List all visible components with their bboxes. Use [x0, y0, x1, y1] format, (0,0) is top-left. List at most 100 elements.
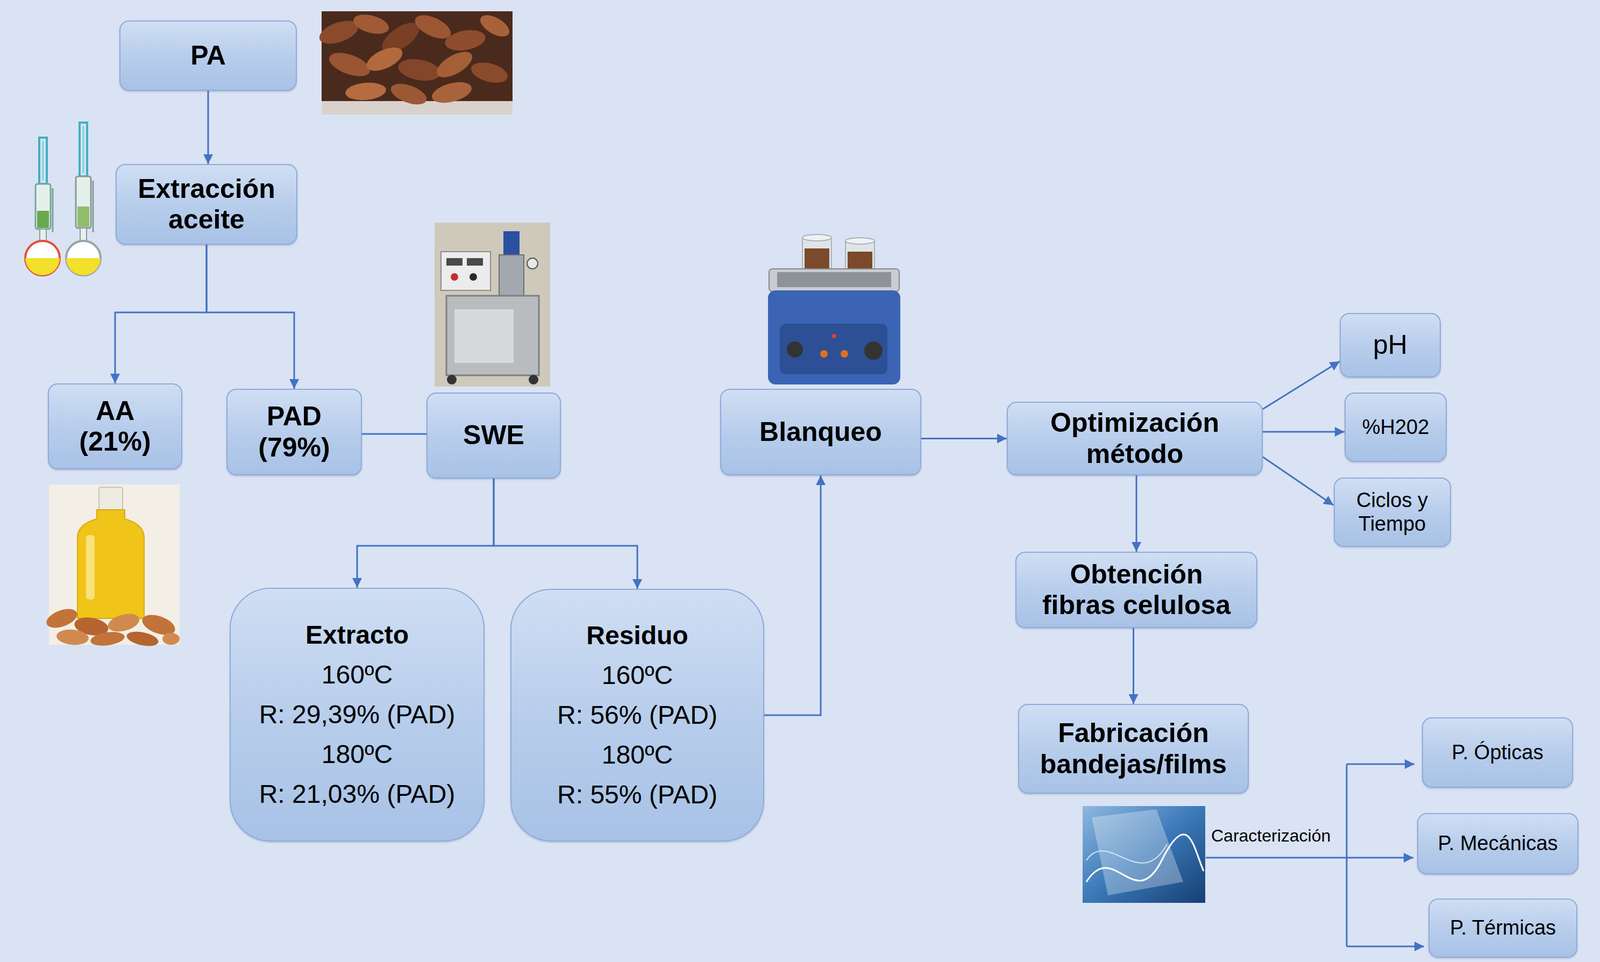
text-stack: Residuo160ºCR: 56% (PAD)180ºCR: 55% (PAD… [557, 615, 718, 815]
ultrasonic-bath [832, 333, 837, 339]
soxhlet-apparatus [39, 137, 47, 184]
connector-arrow [1262, 361, 1340, 410]
soxhlet-apparatus [25, 258, 60, 276]
text-stack: P. Ópticas [1451, 741, 1543, 765]
text-stack: Fabricación bandejas/films [1031, 717, 1236, 780]
soxhlet-apparatus [66, 258, 101, 276]
process-box: Fabricación bandejas/films [1018, 704, 1249, 794]
characterization-bracket [1346, 946, 1425, 948]
parameter-box: %H202 [1344, 392, 1447, 462]
characterization-bracket [1346, 764, 1348, 947]
annotation-label: Caracterización [1211, 825, 1331, 846]
almond-photo [388, 79, 430, 109]
connector-arrow [115, 244, 207, 384]
process-box: Blanqueo [720, 388, 922, 476]
box-label: AA (21%) [74, 395, 156, 458]
almond-photo [396, 55, 443, 84]
soxhlet-apparatus [37, 210, 49, 229]
ultrasonic-bath [840, 350, 849, 358]
almond-photo [468, 59, 510, 87]
box-label: pH [1373, 329, 1408, 361]
parameter-box: pH [1339, 313, 1441, 378]
almond-photo [344, 81, 387, 103]
ultrasonic-bath [779, 323, 888, 375]
oil-bottle-photo [89, 630, 126, 649]
reactor-photo [441, 251, 491, 291]
text-stack: Blanqueo [759, 416, 883, 448]
soxhlet-apparatus [66, 240, 101, 276]
text-stack: Extracción aceite [125, 173, 288, 236]
oil-bottle-photo [44, 605, 81, 632]
box-label: R: 56% (PAD) [557, 695, 718, 736]
box-label: R: 55% (PAD) [557, 774, 718, 815]
soxhlet-apparatus [82, 125, 85, 174]
soxhlet-apparatus [80, 228, 87, 241]
soxhlet-apparatus [25, 122, 101, 276]
box-label: Ciclos y Tiempo [1344, 488, 1441, 536]
reactor-photo [454, 309, 514, 364]
film-photo [1086, 844, 1168, 864]
text-stack: AA (21%) [74, 395, 156, 458]
process-box: Extracción aceite [115, 164, 298, 245]
text-stack: Obtención fibras celulosa [1035, 559, 1238, 622]
box-heading: Residuo [586, 615, 688, 656]
box-label: Optimización método [1021, 407, 1248, 470]
process-box: SWE [426, 392, 561, 479]
soxhlet-apparatus [52, 188, 54, 233]
text-stack: %H202 [1362, 415, 1430, 440]
ultrasonic-bath [777, 272, 892, 288]
box-label: 160ºC [321, 655, 393, 695]
reactor-photo [469, 273, 478, 281]
soxhlet-apparatus [79, 122, 88, 177]
connector-arrow [1132, 628, 1135, 704]
box-label: P. Ópticas [1451, 741, 1543, 765]
box-label: Blanqueo [759, 416, 883, 448]
ultrasonic-bath [802, 234, 832, 241]
text-stack: P. Mecánicas [1437, 832, 1558, 856]
text-stack: SWE [463, 420, 525, 452]
oil-bottle-photo [98, 487, 123, 510]
box-label: %H202 [1362, 415, 1430, 440]
box-label: R: 21,03% (PAD) [259, 774, 456, 815]
almond-photo [432, 46, 476, 83]
almond-photo [429, 78, 474, 108]
box-label: P. Mecánicas [1437, 832, 1558, 856]
almond-photo [325, 47, 373, 81]
result-box: Extracto160ºCR: 29,39% (PAD)180ºCR: 21,0… [229, 587, 485, 842]
soxhlet-apparatus [75, 176, 91, 229]
oil-bottle-photo [44, 484, 180, 649]
connector-arrow [361, 433, 427, 436]
oil-bottle-photo [55, 628, 90, 646]
almond-photo [316, 10, 513, 115]
oil-bottle-photo [125, 629, 160, 649]
ultrasonic-bath [768, 290, 901, 385]
box-label: 180ºC [601, 735, 673, 775]
film-photo [1086, 834, 1204, 883]
reactor-photo [499, 254, 524, 296]
soxhlet-apparatus [92, 180, 95, 233]
soxhlet-apparatus [25, 240, 60, 276]
property-box: P. Térmicas [1428, 898, 1578, 958]
box-label: 160ºC [601, 655, 673, 696]
connector-arrow [921, 437, 1007, 440]
oil-bottle-photo [86, 535, 95, 600]
soxhlet-apparatus [35, 183, 51, 230]
almond-photo [477, 10, 514, 41]
reactor-photo [466, 258, 483, 266]
film-photo [1082, 806, 1206, 903]
connector-arrow [206, 244, 295, 389]
ultrasonic-bath [820, 350, 828, 358]
box-label: PA [190, 40, 226, 72]
reactor-photo [450, 273, 459, 281]
text-stack: Ciclos y Tiempo [1344, 488, 1441, 536]
box-label: R: 29,39% (PAD) [259, 694, 456, 735]
connector-arrow [493, 478, 638, 589]
reactor-photo [527, 258, 538, 269]
connector-arrow [1262, 457, 1334, 506]
reactor-photo [503, 231, 520, 255]
parameter-box: Ciclos y Tiempo [1333, 477, 1452, 547]
text-stack: Extracto160ºCR: 29,39% (PAD)180ºCR: 21,0… [259, 615, 456, 815]
property-box: P. Mecánicas [1417, 813, 1579, 875]
text-stack: PA [190, 40, 226, 72]
